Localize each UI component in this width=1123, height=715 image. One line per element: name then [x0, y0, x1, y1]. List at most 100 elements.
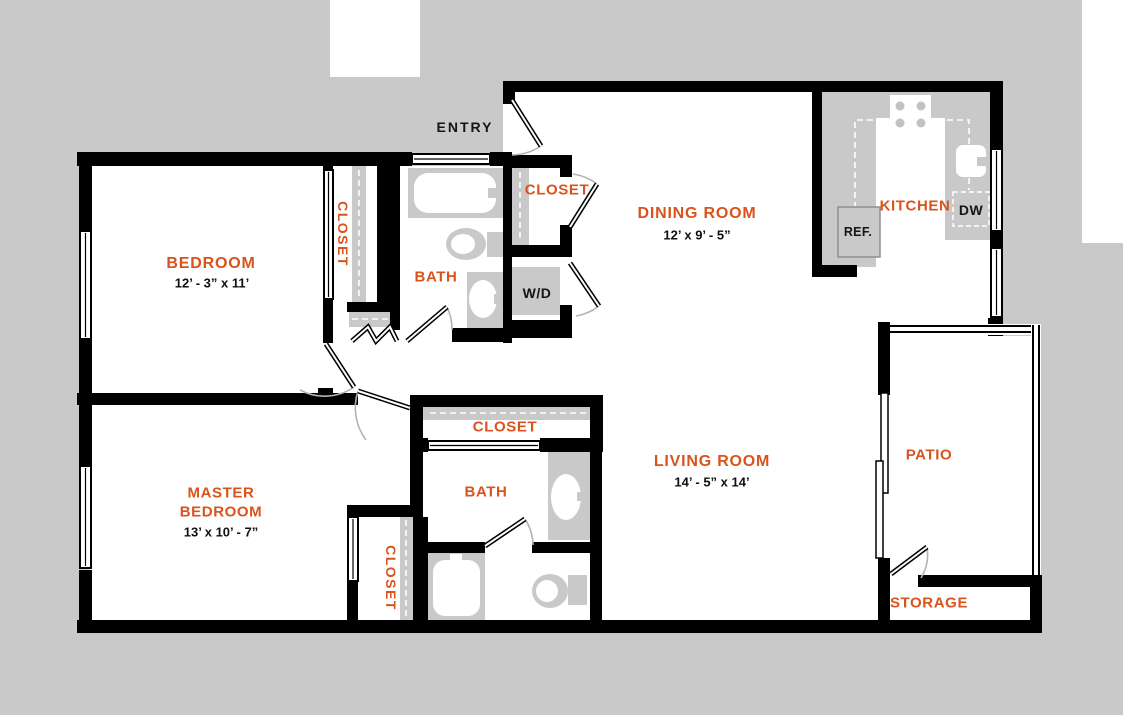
door-arc: [354, 390, 367, 441]
wall-segment: [503, 81, 1003, 92]
stove-icon: [890, 95, 931, 132]
wall-segment: [77, 393, 358, 405]
background-notch-top: [330, 0, 420, 77]
door-leaf-inner: [406, 306, 448, 342]
wall-segment: [323, 298, 333, 343]
kitchen-label: KITCHEN: [879, 197, 951, 215]
door-leaf-inner: [890, 546, 928, 575]
patio-right-wall-lines: [1032, 325, 1040, 575]
door-arc: [299, 386, 355, 397]
hall-floor: [390, 330, 400, 395]
walls: [77, 81, 1042, 633]
toilet-bowl: [451, 234, 475, 254]
wall-segment: [347, 505, 423, 517]
toilet-tank: [487, 232, 503, 257]
windows: [79, 148, 1041, 582]
wall-segment: [347, 580, 358, 622]
dining-room-label: DINING ROOM: [637, 205, 757, 222]
wall-segment: [1030, 575, 1042, 632]
bedroom-label: BEDROOM: [166, 255, 256, 272]
door-leaf-inner: [511, 99, 542, 147]
wall-segment: [532, 542, 602, 553]
door-leaf-inner: [357, 390, 411, 409]
entry-closet-label: CLOSET: [524, 181, 590, 199]
stove-burner: [916, 118, 926, 128]
wall-segment: [79, 152, 92, 230]
patio-top-wall: [890, 324, 1032, 335]
refrigerator-icon: [837, 206, 881, 258]
sink-icon: [469, 280, 497, 318]
kitchen-fixtures: [822, 92, 990, 267]
patio-top-wall-lines: [890, 325, 1032, 333]
toilet-bowl: [536, 580, 558, 602]
bedroom-floor: [90, 166, 390, 393]
wall-segment: [413, 517, 428, 632]
bath-label: BATH: [414, 268, 458, 286]
stove-burner: [916, 101, 926, 111]
door-leaf-inner: [569, 183, 598, 228]
refrigerator-label: REF.: [843, 224, 873, 239]
wall-segment: [452, 328, 503, 342]
washer-dryer-label: W/D: [522, 285, 552, 301]
patio-storage-floor: [890, 336, 1032, 620]
wall-segment: [812, 265, 857, 277]
wall-segment: [560, 305, 572, 338]
living-room-label: LIVING ROOM: [653, 453, 771, 470]
bedroom-dims: 12’ - 3” x 11’: [174, 275, 250, 291]
wall-segment: [417, 438, 428, 452]
wall-segment: [990, 231, 1003, 248]
kitchen-sink-faucet: [977, 157, 986, 166]
master-bedroom-dims: 13’ x 10’ - 7”: [183, 524, 259, 540]
storage-label: STORAGE: [889, 594, 969, 612]
wall-segment: [990, 92, 1003, 149]
entry-doorway: [503, 95, 512, 155]
background-notch-right: [1082, 0, 1123, 243]
door-leaf-inner: [484, 518, 526, 547]
master-bedroom-label-1: MASTER: [187, 484, 255, 502]
washer-dryer-icon: [512, 267, 560, 315]
patio-right-wall: [1031, 324, 1041, 575]
bathtub-icon: [433, 560, 480, 616]
wall-segment: [503, 155, 572, 168]
dishwasher-icon: [952, 191, 990, 227]
patio-label: PATIO: [905, 446, 953, 464]
sink-faucet: [494, 294, 503, 304]
wall-segment: [77, 152, 412, 166]
bathtub-faucet: [488, 188, 500, 198]
sink-icon: [551, 474, 581, 520]
wall-segment: [423, 542, 485, 553]
toilet-tank: [568, 575, 587, 605]
sink-faucet: [577, 492, 588, 501]
bathtub-icon: [414, 173, 496, 213]
wall-segment: [560, 155, 572, 177]
hall-closet-label: CLOSET: [472, 418, 538, 436]
dining-room-dims: 12’ x 9’ - 5”: [663, 227, 731, 243]
doors: [299, 98, 929, 579]
wall-segment: [560, 225, 572, 257]
sliding-glass-door: [875, 460, 884, 559]
wall-segment: [323, 152, 333, 172]
wall-segment: [79, 570, 92, 633]
dishwasher-label: DW: [958, 202, 984, 218]
kitchen-sink-icon: [956, 145, 986, 177]
wall-segment: [878, 322, 890, 395]
wall-segment: [503, 320, 572, 338]
wall-segment: [878, 558, 890, 633]
bath2-label: BATH: [464, 483, 508, 501]
wall-segment: [812, 92, 822, 267]
entry-label: ENTRY: [436, 119, 494, 135]
hall-closet-band: [423, 407, 590, 420]
wall-segment: [77, 620, 1042, 633]
bedroom-closet-label: CLOSET: [335, 201, 351, 267]
wall-segment: [503, 245, 572, 257]
sliding-glass-door: [880, 392, 889, 494]
wall-segment: [347, 302, 400, 312]
door-leaf-inner: [569, 262, 600, 307]
door-arc: [575, 305, 600, 317]
stove-burner: [895, 101, 905, 111]
wall-segment: [590, 395, 603, 452]
wall-segment: [918, 575, 1042, 587]
stove-burner: [895, 118, 905, 128]
